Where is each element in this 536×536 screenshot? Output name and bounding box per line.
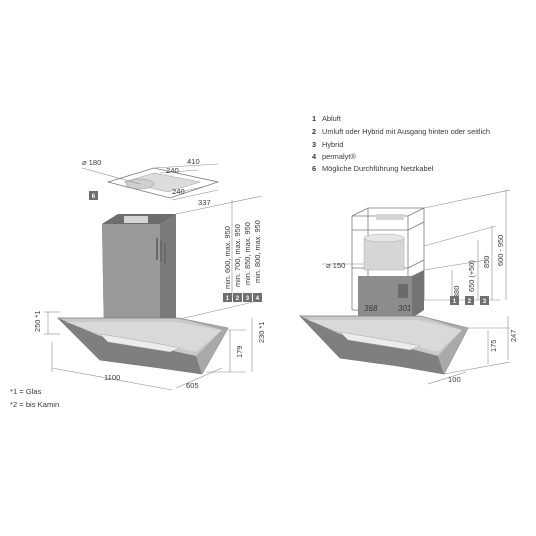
badge-6: 6 bbox=[89, 191, 98, 200]
svg-text:4: 4 bbox=[256, 296, 260, 302]
right-badges: 1 2 3 bbox=[450, 296, 489, 305]
right-hood-side bbox=[420, 316, 468, 374]
svg-text:6: 6 bbox=[92, 194, 96, 200]
dim-100: 100 bbox=[448, 375, 461, 384]
right-badge-2 bbox=[465, 296, 474, 305]
dim-line-240b bbox=[171, 185, 207, 195]
dim-410: 410 bbox=[187, 157, 200, 166]
hood-canopy-top bbox=[66, 322, 222, 352]
footnote-glas: *1 = Glas bbox=[10, 387, 42, 396]
legend-num-4: 4 bbox=[312, 152, 317, 161]
dim-240b: 240 bbox=[172, 187, 185, 196]
dim-line-410 bbox=[153, 163, 219, 169]
chimney-dim-2: min. 700, max. 950 bbox=[233, 224, 242, 287]
dim-230: 230 *1 bbox=[257, 322, 266, 343]
svg-text:1: 1 bbox=[453, 299, 457, 305]
svg-text:2: 2 bbox=[236, 296, 240, 302]
ext-line-top bbox=[175, 195, 263, 215]
ceiling-plate-inner bbox=[123, 172, 201, 193]
legend-text-2: Umluft oder Hybrid mit Ausgang hinten od… bbox=[322, 127, 490, 136]
right-hood-view: 368 301 ⌀ 150 380 650 (+50) 850 600 - 95… bbox=[299, 189, 518, 385]
chimney-dim-1: min. 600, max. 950 bbox=[223, 226, 232, 289]
hood-filter-strip bbox=[99, 333, 181, 353]
vent-slots-icon bbox=[156, 238, 166, 264]
legend-num-3: 3 bbox=[312, 140, 316, 149]
hood-canopy-side bbox=[178, 318, 228, 374]
legend-num-6: 6 bbox=[312, 164, 316, 173]
dim-380: 380 bbox=[452, 286, 461, 298]
right-hood-dark bbox=[300, 316, 444, 374]
dim-line-605 bbox=[175, 367, 223, 389]
footnote-kamin: *2 = bis Kamin bbox=[10, 400, 59, 409]
dim-850: 850 bbox=[482, 256, 491, 268]
dim-1100: 1100 bbox=[104, 373, 120, 382]
diameter-leader bbox=[81, 167, 141, 185]
right-badge-3 bbox=[480, 296, 489, 305]
legend-text-3: Hybrid bbox=[322, 140, 343, 149]
legend: 1 Abluft 2 Umluft oder Hybrid mit Ausgan… bbox=[312, 114, 490, 173]
dim-line-1100 bbox=[51, 367, 173, 391]
dim-368: 368 bbox=[364, 304, 378, 313]
svg-text:1: 1 bbox=[226, 296, 230, 302]
chimney-dim-3: min. 850, max. 950 bbox=[243, 222, 252, 285]
ext-line-bottom bbox=[175, 299, 263, 321]
dim-179: 179 bbox=[235, 346, 244, 358]
left-badge-2 bbox=[233, 293, 242, 302]
dim-240a: 240 bbox=[166, 166, 179, 175]
legend-num-1: 1 bbox=[312, 114, 316, 123]
chimney-front bbox=[102, 224, 160, 336]
left-badge-3 bbox=[243, 293, 252, 302]
right-duct-top-icon bbox=[376, 214, 404, 220]
chimney-dim-4: min. 800, max. 950 bbox=[253, 220, 262, 283]
svg-text:2: 2 bbox=[468, 299, 472, 305]
left-hood-view: ⌀ 180 410 240 240 337 6 min. 600, bbox=[33, 157, 266, 391]
right-diameter-label: ⌀ 150 bbox=[326, 261, 345, 270]
dim-605: 605 bbox=[186, 381, 199, 390]
dim-337: 337 bbox=[198, 198, 211, 207]
hood-canopy-dark bbox=[58, 318, 202, 374]
dim-650: 650 (+50) bbox=[467, 260, 476, 292]
left-badges: 1 2 3 4 bbox=[223, 293, 262, 302]
motor-outlet-icon bbox=[398, 284, 408, 298]
dim-line-240a bbox=[159, 169, 199, 174]
right-filter-strip bbox=[339, 331, 421, 351]
footnotes: *1 = Glas *2 = bis Kamin bbox=[10, 387, 59, 409]
legend-text-4: permalyt® bbox=[322, 152, 356, 161]
dim-247: 247 bbox=[509, 330, 518, 342]
left-badge-4 bbox=[253, 293, 262, 302]
chimney-height-labels: min. 600, max. 950 min. 700, max. 950 mi… bbox=[223, 220, 262, 289]
dim-250: 250 *1 bbox=[33, 311, 42, 332]
dim-301: 301 bbox=[398, 304, 411, 313]
left-badge-1 bbox=[223, 293, 232, 302]
dim-600-950: 600 - 950 bbox=[496, 235, 505, 266]
dim-line-100 bbox=[427, 371, 467, 385]
dim-175: 175 bbox=[489, 340, 498, 352]
svg-text:3: 3 bbox=[246, 296, 250, 302]
right-hood-top bbox=[308, 320, 462, 352]
duct-cylinder bbox=[363, 237, 405, 271]
left-diameter-label: ⌀ 180 bbox=[82, 158, 101, 167]
legend-text-6: Mögliche Durchführung Netzkabel bbox=[322, 164, 434, 173]
chimney-duct-icon bbox=[124, 216, 148, 223]
motor-box-side bbox=[412, 270, 424, 318]
right-badge-1 bbox=[450, 296, 459, 305]
legend-num-2: 2 bbox=[312, 127, 316, 136]
dim-line-337 bbox=[171, 189, 219, 201]
legend-text-1: Abluft bbox=[322, 114, 341, 123]
svg-text:3: 3 bbox=[483, 299, 487, 305]
